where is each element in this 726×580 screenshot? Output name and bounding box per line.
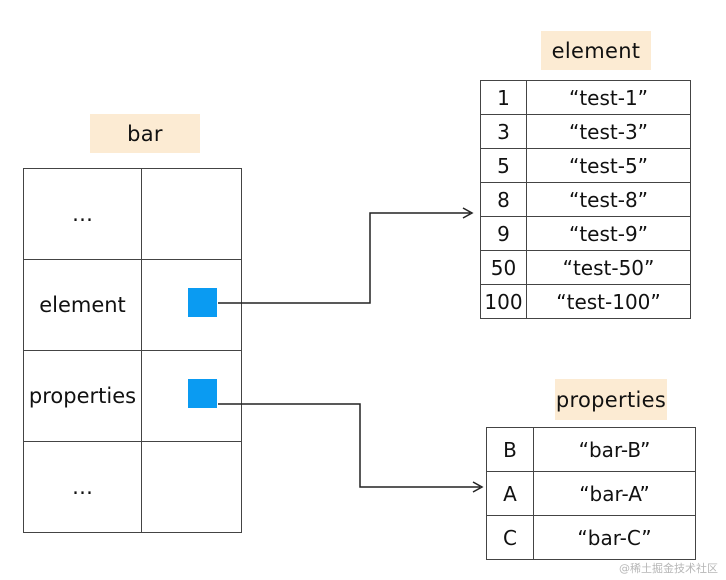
element-arrowhead bbox=[462, 207, 474, 219]
element-value: “test-3” bbox=[526, 114, 691, 149]
properties-row: C“bar-C” bbox=[486, 515, 696, 560]
properties-arrowhead bbox=[472, 481, 484, 493]
bar-row-value bbox=[141, 441, 242, 533]
element-title: element bbox=[541, 31, 651, 70]
element-key: 5 bbox=[480, 148, 527, 183]
element-value: “test-9” bbox=[526, 216, 691, 251]
element-pointer-marker bbox=[188, 288, 217, 317]
properties-pointer-arrow bbox=[218, 403, 480, 488]
element-row: 1“test-1” bbox=[480, 80, 691, 115]
element-value: “test-1” bbox=[526, 80, 691, 115]
element-row: 9“test-9” bbox=[480, 216, 691, 251]
properties-table: B“bar-B” A“bar-A” C“bar-C” bbox=[486, 427, 696, 560]
bar-row-ellipsis-bottom: … bbox=[23, 441, 242, 533]
element-row: 50“test-50” bbox=[480, 250, 691, 285]
element-key: 100 bbox=[480, 284, 527, 319]
bar-row-value bbox=[141, 350, 242, 442]
properties-pointer-marker bbox=[188, 379, 217, 408]
properties-value: “bar-A” bbox=[533, 471, 696, 516]
element-row: 3“test-3” bbox=[480, 114, 691, 149]
properties-row: A“bar-A” bbox=[486, 471, 696, 516]
properties-key: B bbox=[486, 427, 534, 472]
bar-row-key: … bbox=[23, 441, 142, 533]
properties-title: properties bbox=[555, 379, 667, 420]
element-table: 1“test-1” 3“test-3” 5“test-5” 8“test-8” … bbox=[480, 80, 691, 319]
element-pointer-arrow bbox=[218, 212, 470, 304]
bar-row-ellipsis-top: … bbox=[23, 168, 242, 260]
bar-row-properties: properties bbox=[23, 350, 242, 442]
element-value: “test-50” bbox=[526, 250, 691, 285]
bar-row-key: properties bbox=[23, 350, 142, 442]
watermark: @稀土掘金技术社区 bbox=[619, 562, 718, 575]
element-key: 3 bbox=[480, 114, 527, 149]
bar-title: bar bbox=[90, 114, 200, 153]
element-key: 1 bbox=[480, 80, 527, 115]
element-key: 9 bbox=[480, 216, 527, 251]
properties-value: “bar-C” bbox=[533, 515, 696, 560]
properties-key: C bbox=[486, 515, 534, 560]
bar-row-key: element bbox=[23, 259, 142, 351]
bar-object-table: … element properties … bbox=[23, 168, 242, 533]
element-row: 100“test-100” bbox=[480, 284, 691, 319]
element-value: “test-100” bbox=[526, 284, 691, 319]
bar-row-key: … bbox=[23, 168, 142, 260]
